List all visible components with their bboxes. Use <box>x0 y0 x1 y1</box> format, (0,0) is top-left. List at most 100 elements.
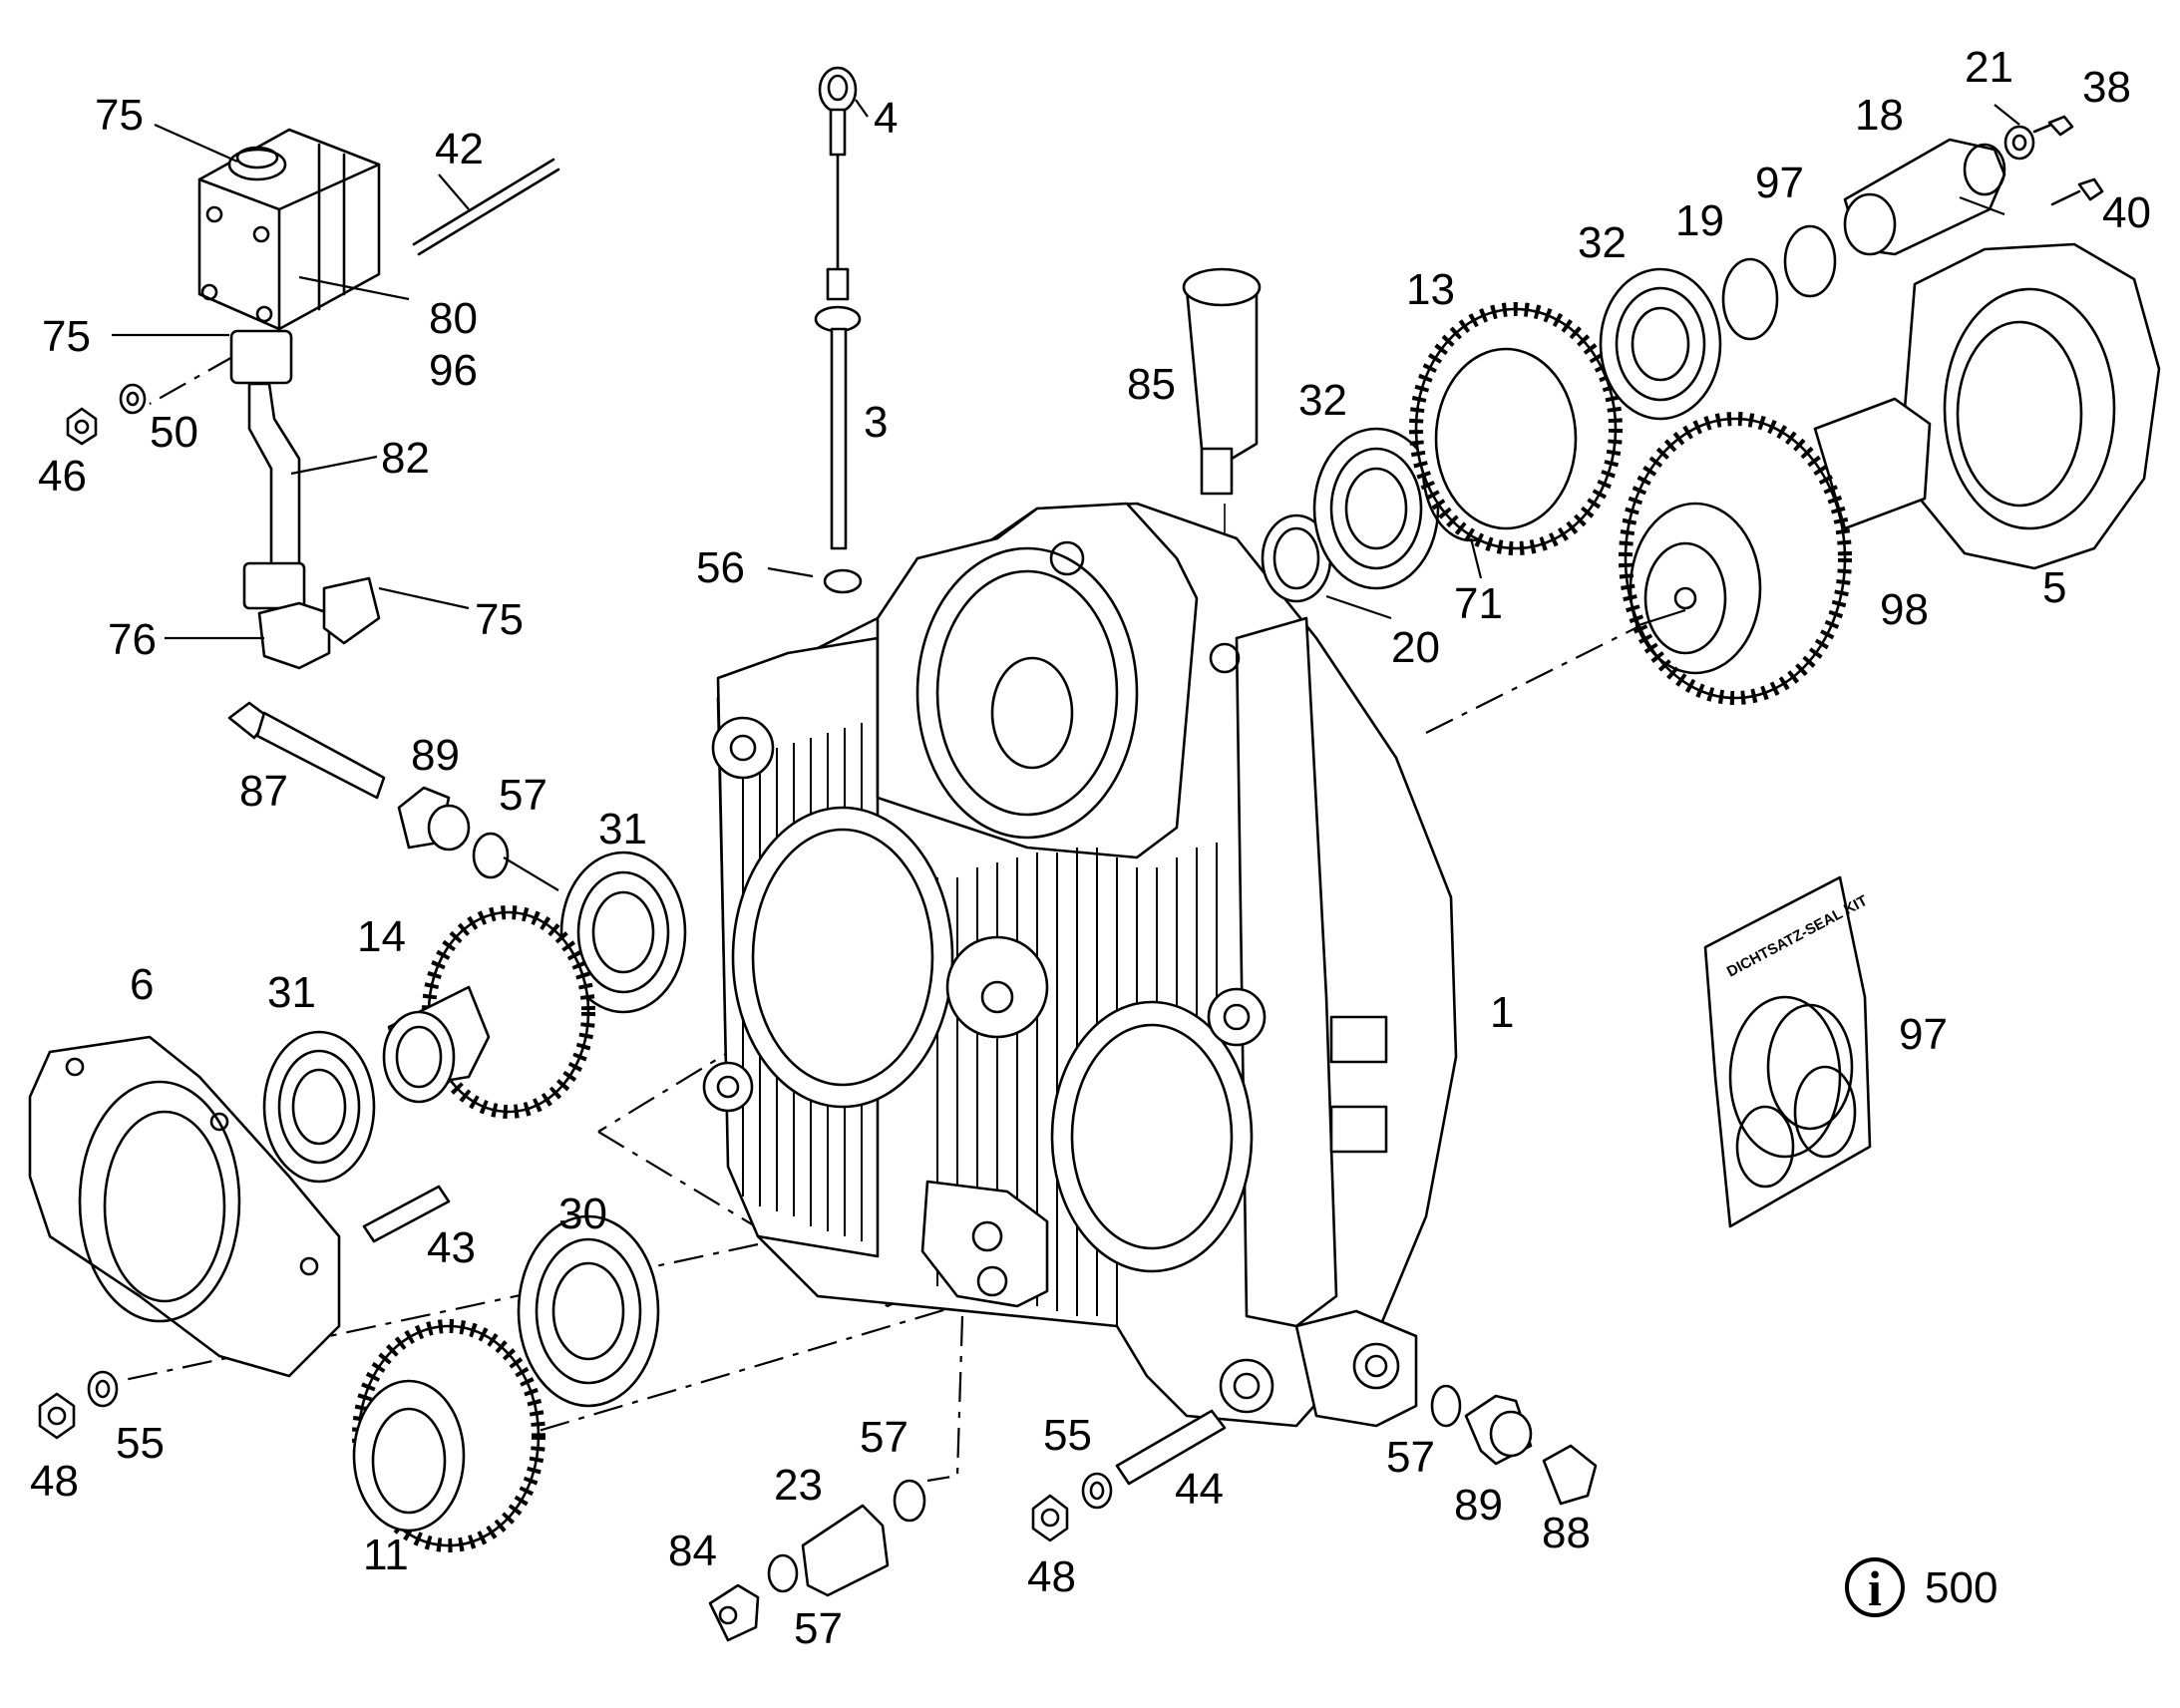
callout-numbers: 75 42 75 80 96 46 50 82 76 75 4 3 56 85 … <box>30 43 2151 1653</box>
sensor-87 <box>227 701 386 800</box>
callout-4: 4 <box>874 94 898 143</box>
plug-89-upper <box>397 786 471 852</box>
seal-20 <box>1261 513 1332 603</box>
callout-48-middle: 48 <box>1027 1552 1076 1601</box>
callout-55-left: 55 <box>116 1419 165 1468</box>
callout-97-ring: 97 <box>1755 159 1804 207</box>
callout-42: 42 <box>435 125 484 173</box>
callout-32-lower: 32 <box>1298 376 1347 425</box>
callout-55-middle: 55 <box>1043 1411 1092 1460</box>
plug-89-lower <box>1464 1394 1533 1466</box>
callout-75-valve-bottom: 75 <box>42 312 91 361</box>
gearbox-housing <box>702 502 1458 1428</box>
o-ring-57-plug <box>767 1553 799 1593</box>
callout-40: 40 <box>2102 188 2151 237</box>
callout-6: 6 <box>130 960 154 1009</box>
callout-50: 50 <box>150 408 198 457</box>
callout-80: 80 <box>429 294 478 343</box>
screw-38 <box>2032 115 2074 137</box>
plug-84 <box>708 1583 760 1642</box>
leader-lines <box>112 99 2020 891</box>
flange-6 <box>28 1035 341 1378</box>
callout-76: 76 <box>108 615 157 664</box>
nut-46 <box>66 407 98 446</box>
cover-5 <box>1903 242 2161 570</box>
callout-97-kit: 97 <box>1899 1010 1948 1059</box>
callout-85: 85 <box>1127 360 1176 409</box>
info-symbol: i <box>1868 1560 1882 1616</box>
o-ring-57-drain <box>893 1479 926 1523</box>
callout-3: 3 <box>864 398 888 447</box>
callout-89-lower: 89 <box>1454 1481 1503 1530</box>
shaft-18 <box>1843 138 2006 256</box>
adapter-23 <box>801 1504 890 1597</box>
callout-31-lower: 31 <box>267 968 316 1017</box>
callout-32-upper: 32 <box>1578 218 1627 267</box>
callout-38: 38 <box>2082 63 2131 112</box>
bearing-32-lower <box>1312 427 1440 590</box>
callout-48-left: 48 <box>30 1457 79 1506</box>
callout-75-elbow: 75 <box>475 595 524 644</box>
callout-30: 30 <box>558 1190 607 1238</box>
info-circle-icon <box>1845 1557 1905 1617</box>
nut-48-middle <box>1031 1494 1069 1542</box>
callout-98: 98 <box>1880 585 1929 634</box>
washer-55-middle <box>1081 1472 1113 1510</box>
screw-40 <box>2050 177 2104 206</box>
stud-44 <box>1115 1409 1227 1486</box>
callout-5: 5 <box>2042 563 2066 612</box>
callout-82: 82 <box>381 434 430 483</box>
ring-19 <box>1721 257 1779 341</box>
seal-kit-97: DICHTSATZ-SEAL KIT <box>1703 875 1872 1228</box>
callout-1: 1 <box>1490 988 1514 1037</box>
callout-14: 14 <box>357 912 406 961</box>
callout-89-upper: 89 <box>411 731 460 780</box>
info-reference[interactable]: i 500 <box>1845 1557 1998 1617</box>
o-ring-56 <box>823 568 863 594</box>
callout-96: 96 <box>429 346 478 395</box>
callout-31-upper: 31 <box>598 805 647 854</box>
breather-85 <box>1182 267 1262 496</box>
callout-87: 87 <box>239 767 288 816</box>
washer-50 <box>119 383 147 415</box>
callout-84: 84 <box>668 1527 717 1575</box>
info-ref-number: 500 <box>1925 1563 1998 1612</box>
callout-13: 13 <box>1406 265 1455 314</box>
o-ring-57-right <box>1430 1384 1462 1428</box>
bearing-31-upper <box>559 851 687 1014</box>
stud-43 <box>362 1185 451 1243</box>
washer-55-left <box>87 1370 119 1408</box>
oil-pipe-82 <box>229 329 381 670</box>
callout-11: 11 <box>363 1531 409 1579</box>
callout-43: 43 <box>427 1223 476 1272</box>
gear-11 <box>352 1319 545 1552</box>
callout-57-drain: 57 <box>860 1413 908 1462</box>
callout-88: 88 <box>1542 1509 1591 1557</box>
callout-46: 46 <box>38 452 87 501</box>
callout-23: 23 <box>774 1461 823 1510</box>
bearing-30 <box>517 1214 660 1408</box>
ring-97 <box>1783 224 1837 298</box>
callout-71: 71 <box>1454 579 1503 628</box>
callout-44: 44 <box>1175 1465 1224 1514</box>
callout-56: 56 <box>696 543 745 592</box>
gear-13 <box>1409 302 1623 555</box>
o-ring-57-upper <box>472 832 510 879</box>
callout-19: 19 <box>1675 196 1724 245</box>
gear-98 <box>1619 397 1932 705</box>
callout-57-right: 57 <box>1386 1433 1435 1482</box>
dipstick <box>814 66 862 550</box>
callout-57-plug: 57 <box>794 1604 843 1653</box>
callout-57-upper: 57 <box>499 771 547 820</box>
bearing-32-upper <box>1599 267 1722 421</box>
callout-20: 20 <box>1391 623 1440 672</box>
callout-21: 21 <box>1965 43 2013 92</box>
washer-21 <box>2003 125 2035 161</box>
long-stud-42 <box>412 158 560 256</box>
callout-18: 18 <box>1855 91 1904 140</box>
gear-14 <box>382 905 595 1119</box>
fitting-88 <box>1542 1444 1598 1506</box>
nut-48-left <box>38 1392 76 1440</box>
valve-block <box>197 128 381 331</box>
